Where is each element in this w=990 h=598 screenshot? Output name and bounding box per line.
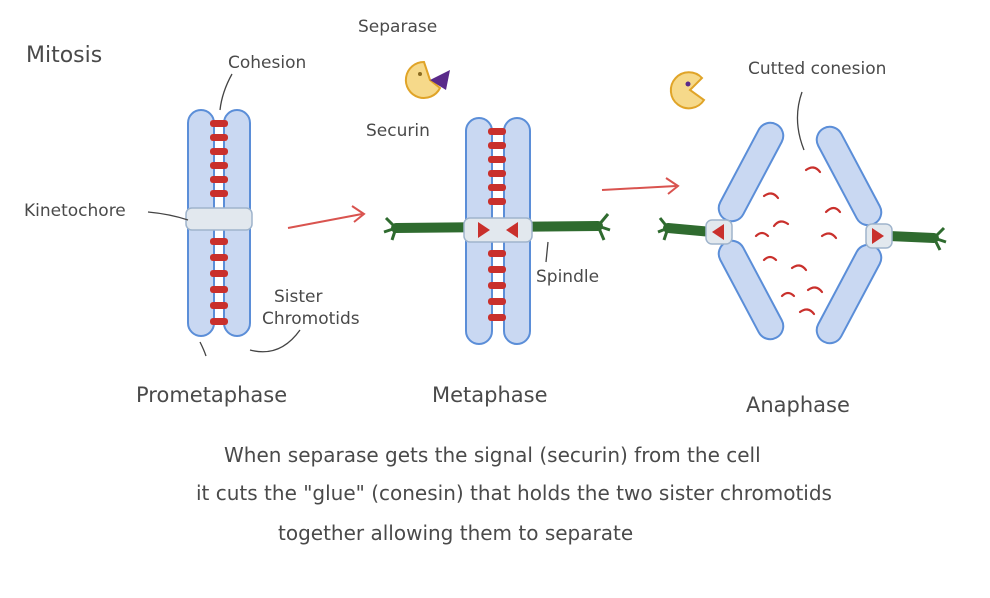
anaphase-left-spindle [657, 217, 717, 241]
phase-label-metaphase: Metaphase [432, 383, 548, 407]
anaphase-right-spindle [883, 226, 947, 251]
arrow-1 [287, 205, 366, 229]
label-spindle: Spindle [536, 267, 599, 287]
caption-line-3: together allowing them to separate [278, 521, 633, 545]
caption-line-1: When separase gets the signal (securin) … [224, 443, 761, 467]
prometaphase-chromosome [185, 109, 253, 337]
separase-enzyme-free [669, 71, 706, 110]
leader-sister-left [199, 341, 207, 357]
phase-label-anaphase: Anaphase [746, 393, 850, 417]
anaphase-left-chromatid [705, 121, 785, 341]
kinetochore [185, 207, 253, 231]
kinetochore-marker [872, 228, 884, 244]
leader-cohesion [219, 73, 233, 111]
label-sister-1: Sister [274, 287, 323, 307]
leader-spindle [545, 241, 549, 263]
diagram-title: Mitosis [26, 43, 102, 68]
kinetochore-marker [506, 222, 518, 238]
kinetochore [463, 217, 533, 243]
label-sister-2: Chromotids [262, 309, 360, 329]
metaphase-chromosome [463, 117, 533, 345]
label-securin: Securin [366, 121, 430, 141]
leader-kinetochore [147, 211, 189, 221]
label-cohesion: Cohesion [228, 53, 306, 73]
arrow-2 [601, 177, 680, 195]
leader-sister [249, 329, 301, 353]
anaphase-right-chromatid [815, 125, 893, 345]
label-cutted-cohesion: Cutted conesion [748, 59, 886, 79]
cohesin-dots [210, 120, 228, 325]
kinetochore-marker [712, 224, 724, 240]
caption-line-2: it cuts the "glue" (conesin) that holds … [196, 481, 832, 505]
separase-enzyme [404, 60, 442, 99]
kinetochore-marker [478, 222, 490, 238]
securin-shape [430, 70, 450, 90]
cohesin-dots [488, 128, 506, 321]
label-separase: Separase [358, 17, 437, 37]
phase-label-prometaphase: Prometaphase [136, 383, 287, 407]
leader-cutted [796, 91, 805, 151]
label-kinetochore: Kinetochore [24, 201, 126, 221]
cut-cohesin-fragments [754, 166, 842, 316]
